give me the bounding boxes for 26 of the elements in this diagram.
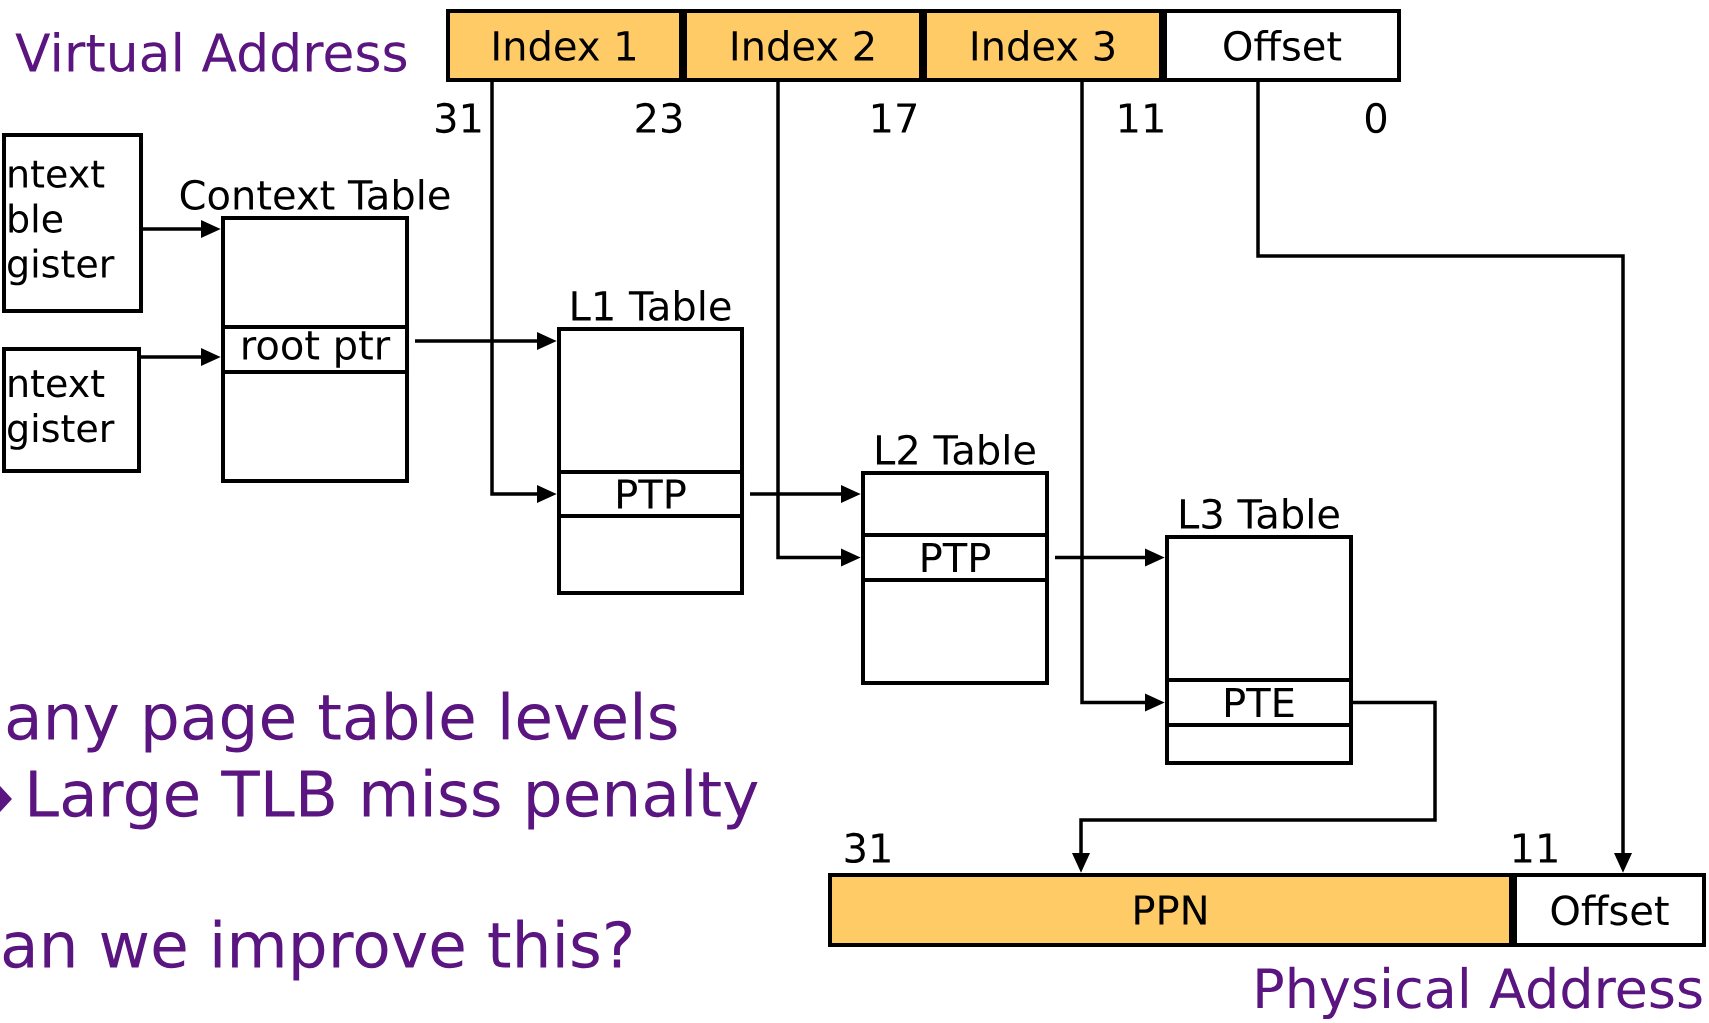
- address-field: PPN: [828, 873, 1513, 947]
- table-entry: PTP: [861, 533, 1049, 582]
- address-field: Offset: [1513, 873, 1706, 947]
- address-field: Offset: [1163, 9, 1401, 82]
- address-field: Index 1: [446, 9, 683, 82]
- bit-number: 23: [636, 102, 682, 134]
- address-title: Physical Address: [1257, 966, 1702, 1020]
- address-field: Index 2: [683, 9, 923, 82]
- address-field: Index 3: [923, 9, 1163, 82]
- bit-number: 11: [1513, 833, 1557, 863]
- table-entry: PTE: [1165, 678, 1353, 727]
- table-entry: PTP: [557, 470, 744, 518]
- register-box: ntext gister: [2, 347, 141, 473]
- node-label: L2 Table: [876, 434, 1035, 465]
- register-box: ntext ble gister: [2, 133, 143, 313]
- bullet-text: any page table levels: [7, 691, 677, 753]
- bullet-text: Large TLB miss penalty: [30, 768, 758, 830]
- node-label: Context Table: [180, 179, 450, 210]
- bit-number: 11: [1119, 103, 1163, 133]
- table-entry: root ptr: [221, 325, 409, 374]
- bit-number: 31: [436, 102, 481, 134]
- bit-number: 17: [872, 103, 916, 133]
- node-label: L3 Table: [1180, 498, 1339, 529]
- bullet-text: an we improve this?: [3, 919, 631, 981]
- node-label: L1 Table: [572, 290, 731, 321]
- address-title: Virtual Address: [15, 31, 407, 73]
